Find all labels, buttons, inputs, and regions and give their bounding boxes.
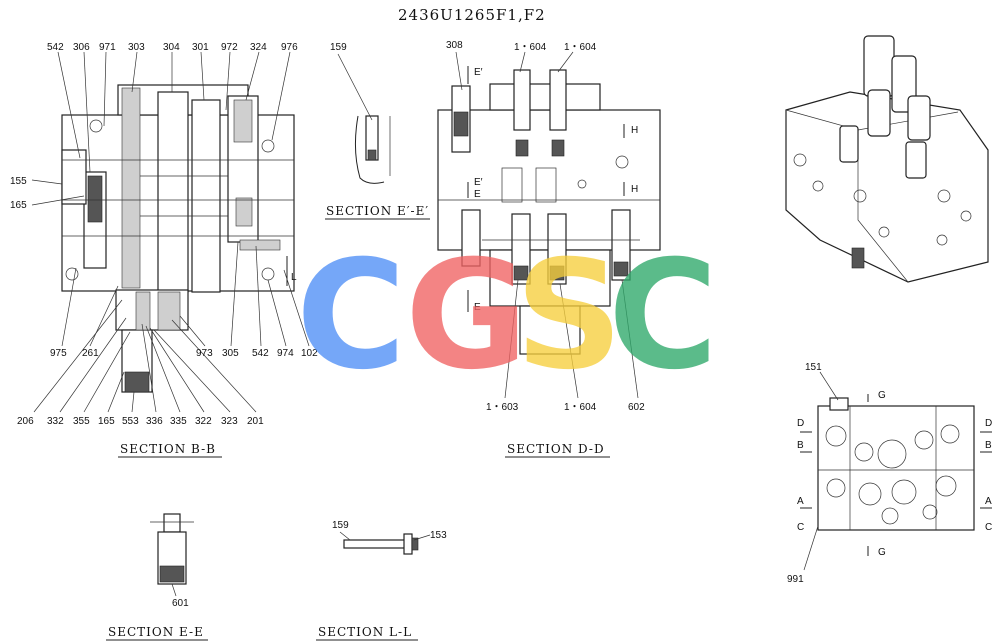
label-306: 306 — [73, 42, 90, 53]
label-1-604-bottom: 1・604 — [564, 402, 597, 413]
label-305: 305 — [222, 348, 239, 359]
label-151: 151 — [805, 362, 822, 373]
label-b-left: B — [797, 440, 804, 451]
label-206: 206 — [17, 416, 34, 427]
label-542-bottom: 542 — [252, 348, 269, 359]
label-h-top: H — [631, 125, 638, 136]
label-1-603: 1・603 — [486, 402, 519, 413]
section-bb-drawing — [61, 84, 295, 393]
label-975: 975 — [50, 348, 67, 359]
label-324: 324 — [250, 42, 267, 53]
label-601: 601 — [172, 598, 189, 609]
label-h-bottom: H — [631, 184, 638, 195]
label-d-right: D — [985, 418, 992, 429]
label-553: 553 — [122, 416, 139, 427]
watermark-letter-c1: C — [296, 229, 406, 403]
label-974: 974 — [277, 348, 294, 359]
label-332: 332 — [47, 416, 64, 427]
label-e-prime-top: E′ — [474, 67, 483, 78]
section-ee-caption: SECTION E-E — [108, 625, 204, 639]
label-542-top: 542 — [47, 42, 64, 53]
label-g-top: G — [878, 390, 886, 401]
section-bb-leaders — [31, 51, 310, 413]
label-b-right: B — [985, 440, 992, 451]
label-e-bottom: E — [474, 302, 481, 313]
label-308: 308 — [446, 40, 463, 51]
label-261: 261 — [82, 348, 99, 359]
valve-3d-view — [785, 35, 989, 283]
label-e-prime-mid: E′ — [474, 177, 483, 188]
label-section-marker-l: L — [291, 272, 297, 283]
label-602: 602 — [628, 402, 645, 413]
cgsc-watermark: C G S C — [296, 229, 718, 403]
label-159-e-prime: 159 — [330, 42, 347, 53]
label-976: 976 — [281, 42, 298, 53]
label-165-bottom: 165 — [98, 416, 115, 427]
section-ll-caption: SECTION L-L — [318, 625, 412, 639]
watermark-letter-c2: C — [608, 229, 718, 403]
label-e-mid: E — [474, 189, 481, 200]
label-322: 322 — [195, 416, 212, 427]
label-355: 355 — [73, 416, 90, 427]
label-973: 973 — [196, 348, 213, 359]
label-335: 335 — [170, 416, 187, 427]
label-301: 301 — [192, 42, 209, 53]
section-ee-drawing — [150, 513, 194, 597]
label-336: 336 — [146, 416, 163, 427]
section-dd-drawing — [437, 51, 661, 399]
label-991: 991 — [787, 574, 804, 585]
section-ll-drawing — [339, 531, 431, 555]
label-159-ll: 159 — [332, 520, 349, 531]
label-a-left: A — [797, 496, 804, 507]
section-e-prime-caption: SECTION E′-E′ — [326, 204, 429, 218]
watermark-letter-s: S — [515, 229, 623, 403]
label-972: 972 — [221, 42, 238, 53]
label-1-604-top-right: 1・604 — [564, 42, 597, 53]
label-102: 102 — [301, 348, 318, 359]
label-303: 303 — [128, 42, 145, 53]
label-971: 971 — [99, 42, 116, 53]
watermark-letter-g: G — [405, 229, 528, 403]
label-304: 304 — [163, 42, 180, 53]
label-c-right: C — [985, 522, 992, 533]
label-g-bottom: G — [878, 547, 886, 558]
section-dd-caption: SECTION D-D — [507, 442, 605, 456]
label-c-left: C — [797, 522, 804, 533]
drawing-title: 2436U1265F1,F2 — [398, 6, 546, 24]
label-1-604-top-left: 1・604 — [514, 42, 547, 53]
label-153: 153 — [430, 530, 447, 541]
label-201: 201 — [247, 416, 264, 427]
section-e-prime-drawing — [337, 53, 391, 184]
valve-face-view — [800, 371, 992, 571]
label-165-left: 165 — [10, 200, 27, 211]
label-155: 155 — [10, 176, 27, 187]
label-323: 323 — [221, 416, 238, 427]
label-a-right: A — [985, 496, 992, 507]
label-d-left: D — [797, 418, 804, 429]
section-bb-caption: SECTION B-B — [120, 442, 216, 456]
